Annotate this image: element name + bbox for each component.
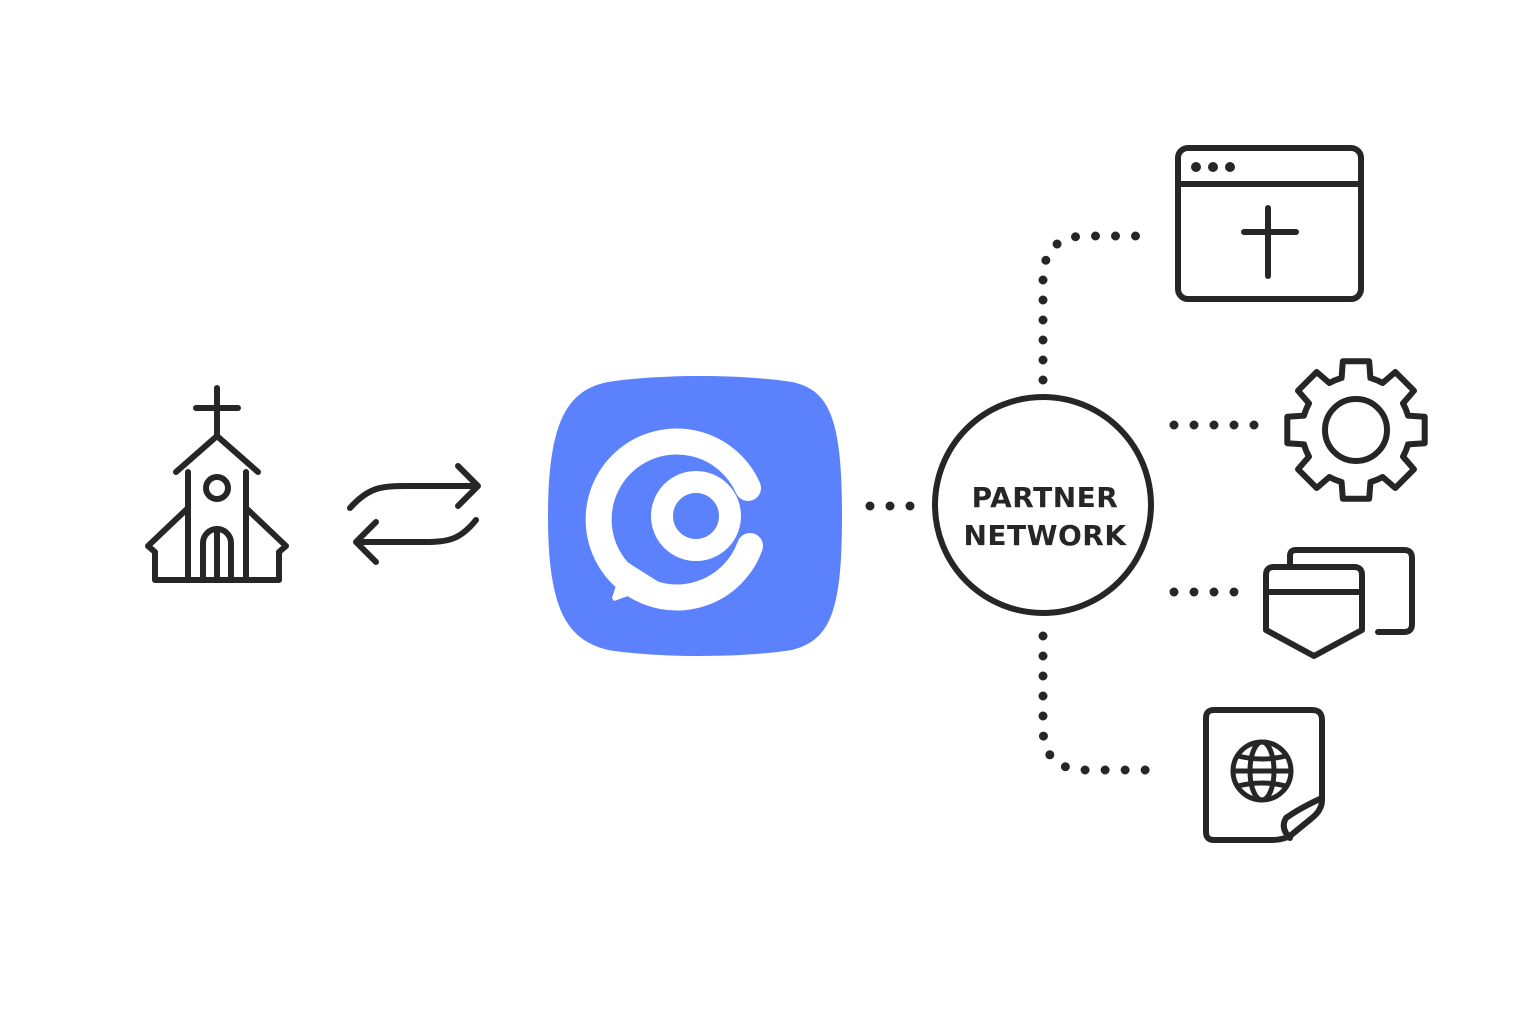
globe-icon [1230,739,1294,803]
logo-inner-ring [651,471,741,561]
payment-card-icon [1263,547,1415,659]
logo-chat-tail [612,560,662,601]
church-icon [145,385,289,583]
partner-network-node: PARTNER NETWORK [932,394,1154,616]
hub-label-line2: NETWORK [963,519,1127,552]
logo-chat-ring [585,428,763,611]
chat-app-logo-icon [548,376,842,656]
hub-circle [932,394,1154,616]
globe-document-icon [1203,707,1325,843]
gear-icon [1284,358,1428,502]
sync-arrows-icon [347,463,481,565]
browser-cross-icon [1175,145,1364,302]
connector-hub-to-browser [1038,231,1147,385]
browser-window-dots [1191,162,1235,172]
connector-hub-to-document [1038,631,1167,775]
hub-label-line1: PARTNER [972,481,1119,514]
